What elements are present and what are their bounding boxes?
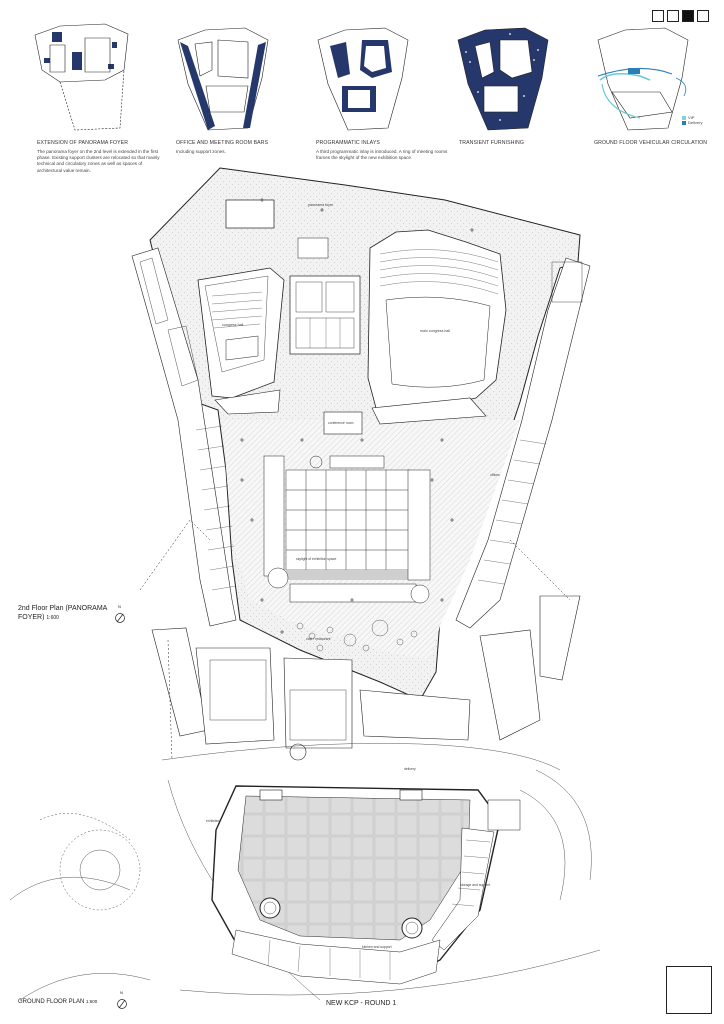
- legend-item-delivery: Delivery: [682, 120, 702, 125]
- caption-title: PROGRAMMATIC INLAYS: [316, 140, 380, 146]
- legend-label: Delivery: [688, 120, 703, 125]
- ground-floor-scale: 1:600: [86, 999, 98, 1004]
- lift-core-right: [399, 789, 423, 801]
- diagram-programmatic-inlays: [317, 27, 409, 131]
- congress-hall: [197, 267, 285, 415]
- ground-floor-plan: [211, 785, 521, 985]
- second-floor-title-text: 2nd Floor Plan (PANORAMA FOYER): [18, 605, 107, 621]
- ground-floor-title: GROUND FLOOR PLAN 1:600: [18, 999, 97, 1005]
- conference-room-block: [323, 411, 363, 435]
- right-office-bar: [455, 257, 591, 629]
- label-panorama-foyer: panorama foyer: [308, 203, 334, 207]
- lower-wings: [151, 595, 581, 761]
- north-arrow-lower: [117, 999, 127, 1009]
- diagram-foyer-extension: [34, 23, 129, 131]
- delivery-dock: [487, 799, 521, 831]
- legend-label: VIP: [688, 115, 695, 120]
- caption-body: A third programmatic inlay is introduced…: [316, 149, 448, 161]
- stair-left: [259, 897, 281, 919]
- floor-plans: panorama foyer congress hall main congre…: [9, 167, 601, 1009]
- caption-body: Including support zones.: [176, 149, 226, 154]
- ground-outline-dashed: [139, 519, 571, 761]
- left-office-bar: [131, 247, 237, 627]
- legend: VIP Delivery: [682, 115, 702, 125]
- caption-4: TRANSIENT FURNISHING: [459, 140, 569, 146]
- stair-right: [401, 917, 423, 939]
- label-storage: storage and support: [460, 883, 490, 887]
- legend-item-vip: VIP: [682, 115, 702, 120]
- north-arrow-upper: [115, 613, 125, 623]
- exhibition-hall-floor: [237, 795, 471, 941]
- caption-title: GROUND FLOOR VEHICULAR CIRCULATION: [594, 140, 708, 146]
- label-main-congress-hall: main congress hall: [420, 329, 450, 333]
- caption-1: EXTENSION OF PANORAMA FOYER The panorama…: [37, 140, 165, 174]
- meeting-room-ring: [263, 455, 431, 604]
- caption-3: PROGRAMMATIC INLAYS A third programmatic…: [316, 140, 448, 161]
- column-markers: [240, 198, 474, 634]
- cafe-furniture: [296, 619, 418, 652]
- sheet-marker-box: [666, 966, 712, 1014]
- caption-title: TRANSIENT FURNISHING: [459, 140, 525, 146]
- caption-5: GROUND FLOOR VEHICULAR CIRCULATION: [594, 140, 714, 146]
- label-congress-hall: congress hall: [222, 323, 243, 327]
- foyer-feature: [297, 237, 329, 259]
- main-congress-hall: [367, 229, 507, 425]
- diagram-transient-furnishing: [457, 27, 549, 131]
- ground-floor-title-text: GROUND FLOOR PLAN: [18, 999, 85, 1005]
- north-label-lower: N: [120, 990, 123, 995]
- lift-core-left: [259, 789, 283, 801]
- second-floor-scale: 1:600: [46, 615, 59, 621]
- label-cafe: café / restaurant: [306, 637, 331, 641]
- diagram-vehicular-circulation: [597, 27, 689, 131]
- view-toggle-4[interactable]: [697, 10, 709, 22]
- label-delivery: delivery: [404, 767, 416, 771]
- project-title: NEW KCP - ROUND 1: [326, 1000, 397, 1007]
- ground-support-rooms: [231, 827, 495, 985]
- label-offices: offices: [490, 473, 500, 477]
- caption-body: The panorama foyer on the 2nd level is e…: [37, 149, 160, 173]
- label-exhibition: exhibition: [206, 819, 220, 823]
- view-toggle-2[interactable]: [667, 10, 679, 22]
- caption-title: OFFICE AND MEETING ROOM BARS: [176, 140, 269, 146]
- label-skylight: skylight of exhibition space: [296, 557, 336, 561]
- skylight-grid: [285, 469, 411, 580]
- second-floor-title: 2nd Floor Plan (PANORAMA FOYER) 1:600: [18, 604, 110, 623]
- caption-title: EXTENSION OF PANORAMA FOYER: [37, 140, 129, 146]
- view-controls: [652, 10, 709, 22]
- label-kitchen: kitchen and support: [362, 945, 392, 949]
- central-core: [289, 275, 361, 355]
- phase-diagrams: [34, 23, 689, 131]
- north-label-upper: N: [118, 604, 121, 609]
- legend-swatch-vip: [682, 115, 686, 120]
- label-conference-room: conference room: [328, 421, 354, 425]
- view-toggle-3[interactable]: [682, 10, 694, 22]
- caption-2: OFFICE AND MEETING ROOM BARS Including s…: [176, 140, 296, 155]
- second-floor-plan: [131, 167, 591, 761]
- legend-swatch-delivery: [682, 120, 686, 125]
- diagram-office-bars: [177, 27, 269, 131]
- view-toggle-1[interactable]: [652, 10, 664, 22]
- foyer-core-top: [225, 199, 275, 229]
